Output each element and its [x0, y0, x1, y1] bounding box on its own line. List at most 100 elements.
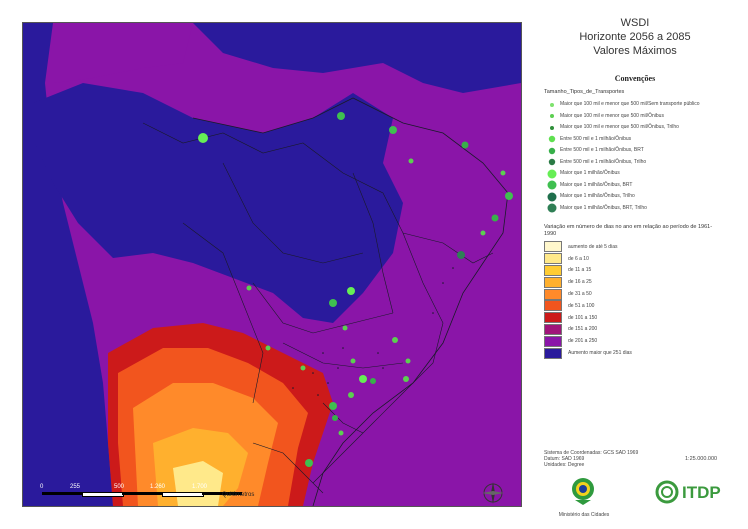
class-legend-item: aumento de até 5 dias [530, 241, 740, 253]
class-label: de 201 a 250 [568, 338, 598, 345]
city-marker[interactable] [370, 378, 376, 384]
city-marker[interactable] [246, 285, 252, 291]
symbols-title: Tamanho_Tipos_de_Transportes [544, 89, 625, 95]
class-swatch [544, 253, 562, 265]
borders [142, 122, 494, 494]
city-marker[interactable] [300, 365, 306, 371]
map-svg [23, 23, 521, 506]
city-symbol-icon [544, 133, 560, 145]
city-marker[interactable] [348, 392, 354, 398]
scalebar-label: 1.700 [192, 484, 208, 490]
ministry-label: Ministério das Cidades [558, 512, 610, 518]
city-marker[interactable] [338, 430, 344, 436]
city-marker[interactable] [405, 358, 411, 364]
class-legend-item: de 6 a 10 [530, 253, 740, 265]
city-marker[interactable] [392, 337, 398, 343]
class-label: de 11 a 15 [568, 267, 592, 274]
class-label: aumento de até 5 dias [568, 243, 618, 250]
symbol-legend-item: Entre 500 mil e 1 milhão/Ônibus [530, 134, 740, 146]
city-markers [198, 112, 513, 467]
class-legend-item: de 201 a 250 [530, 335, 740, 347]
itdp-swirl-icon [655, 480, 679, 504]
city-marker[interactable] [408, 158, 414, 164]
city-marker[interactable] [359, 375, 367, 383]
city-symbol-icon [544, 122, 560, 134]
map-canvas[interactable] [22, 22, 522, 507]
class-legend: aumento de até 5 dias de 6 a 10 de 11 a 15… [530, 241, 740, 359]
coordinate-info: Sistema de Coordenadas: GCS SAD 1969 Dat… [544, 450, 664, 468]
class-swatch [544, 276, 562, 288]
class-swatch [544, 335, 562, 347]
city-marker[interactable] [389, 126, 397, 134]
symbol-legend-label: Maior que 100 mil e menor que 500 mil/Se… [560, 101, 700, 107]
class-swatch [544, 323, 562, 335]
city-marker[interactable] [337, 112, 345, 120]
map-title: WSDI Horizonte 2056 a 2085 Valores Máxim… [530, 16, 740, 58]
city-marker[interactable] [350, 358, 356, 364]
class-label: de 16 a 25 [568, 279, 592, 286]
scalebar-label: 500 [114, 484, 125, 490]
city-marker[interactable] [457, 251, 465, 259]
city-marker[interactable] [329, 402, 337, 410]
title-line-1: WSDI [620, 17, 650, 29]
city-marker[interactable] [329, 299, 337, 307]
city-marker[interactable] [265, 345, 271, 351]
symbol-legend-label: Maior que 1 milhão/Ônibus [560, 170, 620, 176]
class-legend-item: de 101 a 150 [530, 312, 740, 324]
class-swatch [544, 347, 562, 359]
datum-line: Unidades: Degree [544, 462, 585, 468]
caribbean-purple [53, 23, 193, 83]
datum-line: Sistema de Coordenadas: GCS SAD 1969 [544, 450, 639, 456]
city-symbol-icon [544, 156, 560, 168]
symbol-legend-item: Maior que 100 mil e menor que 500 mil/Ôn… [530, 111, 740, 123]
symbol-legend-label: Maior que 1 milhão/Ônibus, Trilho [560, 193, 635, 199]
datum-line: Datum: SAD 1969 [544, 456, 585, 462]
variation-title: Variação em número de dias no ano em rel… [544, 224, 713, 237]
class-label: Aumento maior que 251 dias [568, 350, 632, 357]
city-marker[interactable] [198, 133, 208, 143]
city-marker[interactable] [461, 141, 469, 149]
itdp-logo-text: ITDP [682, 483, 721, 502]
class-legend-item: de 16 a 25 [530, 276, 740, 288]
class-legend-item: de 11 a 15 [530, 264, 740, 277]
scale-ratio: 1:25.000.000 [685, 456, 718, 462]
scalebar-label: 255 [70, 484, 81, 490]
legend-panel: WSDI Horizonte 2056 a 2085 Valores Máxim… [530, 10, 740, 522]
class-swatch [544, 241, 562, 253]
symbol-legend-label: Maior que 100 mil e menor que 500 mil/Ôn… [560, 124, 679, 130]
class-legend-item: de 151 a 200 [530, 323, 740, 336]
class-swatch [544, 300, 562, 312]
class-swatch [544, 264, 562, 276]
class-legend-item: Aumento maior que 251 dias [530, 347, 740, 359]
symbol-legend-item: Maior que 100 mil e menor que 500 mil/Ôn… [530, 122, 740, 134]
city-marker[interactable] [505, 192, 513, 200]
city-symbol-icon [544, 179, 560, 191]
title-line-3: Valores Máximos [593, 45, 677, 57]
class-swatch [544, 312, 562, 324]
symbol-legend-item: Maior que 100 mil e menor que 500 mil/Se… [530, 99, 740, 111]
class-label: de 101 a 150 [568, 314, 598, 321]
city-marker[interactable] [332, 415, 338, 421]
symbol-legend-label: Entre 500 mil e 1 milhão/Ônibus, BRT [560, 147, 644, 153]
city-marker[interactable] [342, 325, 348, 331]
city-marker[interactable] [347, 287, 355, 295]
title-line-2: Horizonte 2056 a 2085 [579, 31, 691, 43]
class-label: de 6 a 10 [568, 255, 589, 262]
symbol-legend-label: Entre 500 mil e 1 milhão/Ônibus, Trilho [560, 158, 647, 165]
symbol-legend-label: Maior que 1 milhão/Ônibus, BRT [560, 181, 633, 188]
class-swatch [544, 288, 562, 300]
city-symbol-icon [544, 191, 560, 203]
city-marker[interactable] [480, 230, 486, 236]
city-marker[interactable] [305, 459, 313, 467]
class-legend-item: de 51 a 100 [530, 300, 740, 312]
city-marker[interactable] [403, 376, 409, 382]
city-marker[interactable] [491, 214, 499, 222]
small-city-dots [292, 267, 454, 396]
class-legend-item: de 31 a 50 [530, 288, 740, 300]
class-label: de 31 a 50 [568, 291, 592, 298]
city-symbol-icon [544, 168, 560, 180]
legend-heading: Convenções [614, 74, 656, 83]
city-marker[interactable] [500, 170, 506, 176]
class-label: de 151 a 200 [568, 326, 598, 333]
scale-bar: 0 255 500 1.260 1.700 Quilômetros [32, 484, 262, 498]
